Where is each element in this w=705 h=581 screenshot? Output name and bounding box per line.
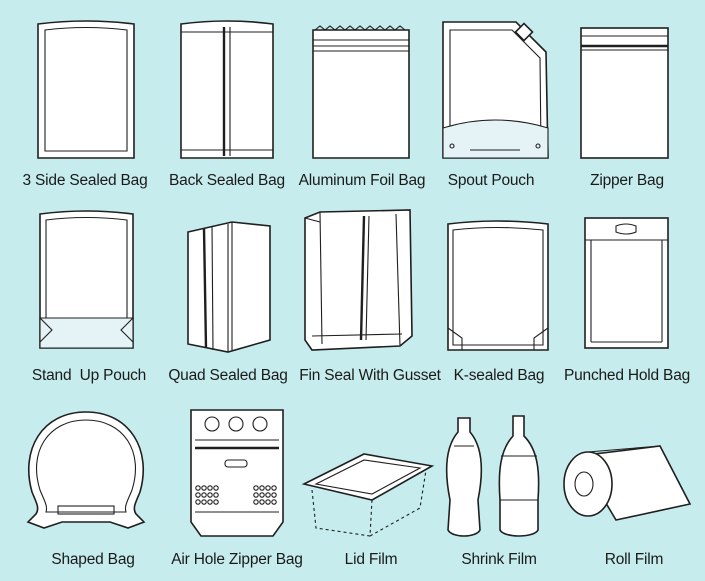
label-punched-hold-bag: Punched Hold Bag: [563, 367, 691, 384]
zipper-bag-icon: [580, 27, 669, 159]
label-k-sealed-bag: K-sealed Bag: [453, 367, 545, 384]
label-back-sealed-bag: Back Sealed Bag: [169, 172, 285, 189]
label-stand-up-pouch: Stand Up Pouch: [31, 367, 147, 384]
label-zipper-bag: Zipper Bag: [590, 172, 664, 189]
label-air-hole-zipper-bag: Air Hole Zipper Bag: [171, 551, 303, 568]
label-shaped-bag: Shaped Bag: [51, 551, 135, 568]
label-aluminum-foil-bag: Aluminum Foil Bag: [298, 172, 426, 189]
spout-pouch-icon: [442, 21, 549, 159]
air-hole-zipper-bag-icon: [190, 409, 284, 537]
quad-sealed-bag-icon: [187, 221, 271, 353]
lid-film-icon: [301, 453, 435, 537]
back-sealed-bag-icon: [180, 20, 274, 159]
label-fin-seal-with-gusset: Fin Seal With Gusset: [299, 367, 441, 384]
label-3-side-sealed-bag: 3 Side Sealed Bag: [22, 172, 148, 189]
label-spout-pouch: Spout Pouch: [447, 172, 535, 189]
punched-hold-bag-icon: [584, 217, 669, 349]
label-shrink-film: Shrink Film: [461, 551, 537, 568]
stand-up-pouch-icon: [39, 210, 134, 349]
label-lid-film: Lid Film: [344, 551, 398, 568]
shaped-bag-icon: [26, 411, 146, 529]
shrink-film-bottles-icon: [445, 415, 540, 537]
roll-film-icon: [563, 445, 692, 521]
three-side-sealed-bag-icon: [37, 20, 135, 159]
k-sealed-bag-icon: [447, 220, 549, 351]
fin-seal-gusset-bag-icon: [304, 209, 413, 351]
label-quad-sealed-bag: Quad Sealed Bag: [168, 367, 288, 384]
aluminum-foil-bag-icon: [312, 25, 410, 159]
label-roll-film: Roll Film: [604, 551, 664, 568]
